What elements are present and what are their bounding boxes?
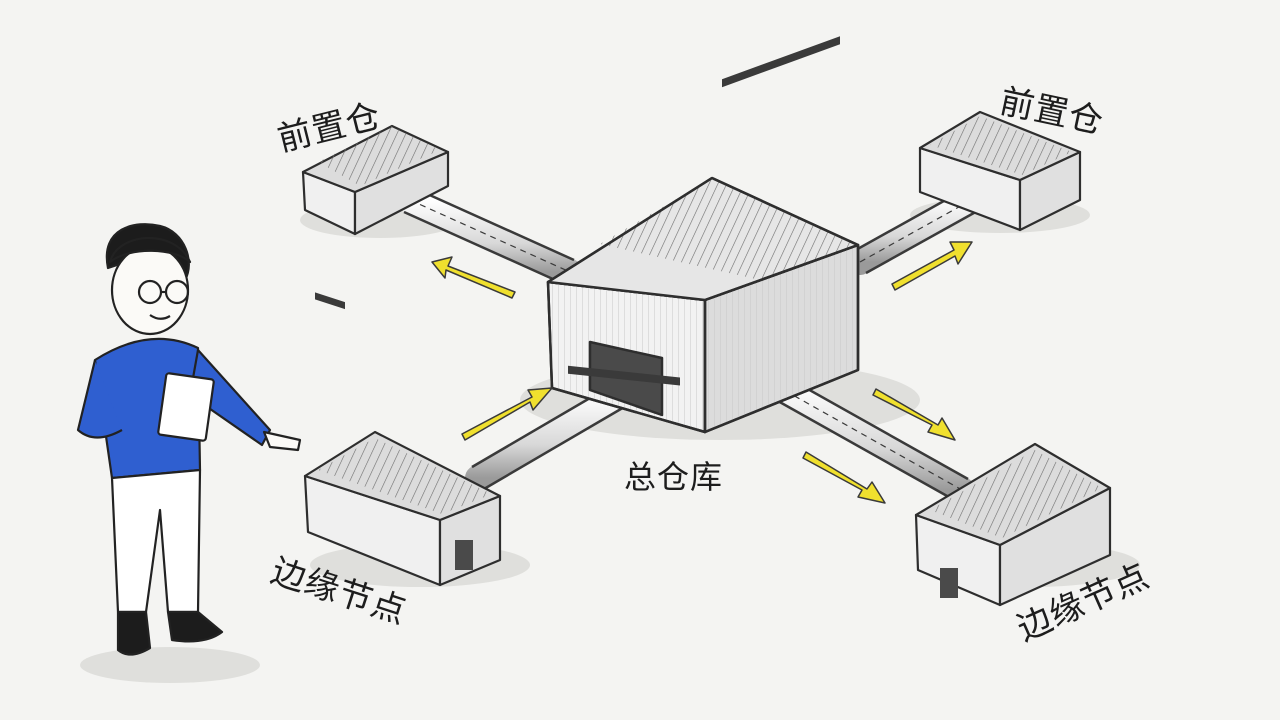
- central-warehouse-label: 总仓库: [624, 458, 724, 496]
- flow-arrows: [431, 241, 973, 504]
- arrow-icon: [891, 241, 973, 291]
- arrow-icon: [431, 256, 516, 299]
- arrow-icon: [461, 387, 553, 441]
- conveyor-pipe-icon: [397, 185, 988, 503]
- warehouse-icon: [301, 124, 450, 310]
- warehouse-icon: [918, 110, 1082, 232]
- warehouse-icon: [303, 430, 502, 587]
- pipe-to-front-left: [397, 186, 583, 286]
- arrow-icon: [872, 388, 956, 441]
- person-icon: [76, 223, 302, 656]
- pipe-to-edge-right: [762, 372, 975, 503]
- arrow-icon: [802, 451, 886, 504]
- central-warehouse-icon: [546, 36, 860, 434]
- warehouse-icon: [914, 442, 1112, 607]
